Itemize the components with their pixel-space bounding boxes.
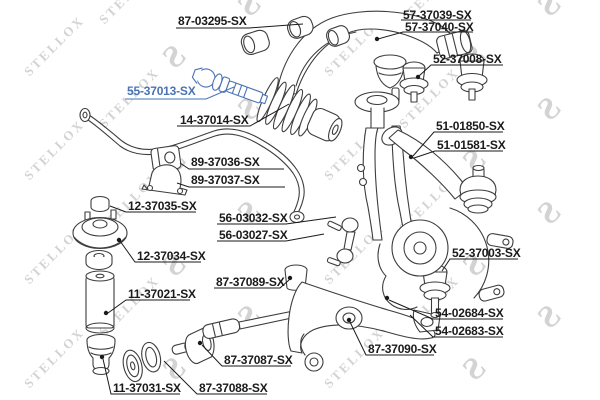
leader-dot (103, 310, 109, 316)
part-label-51-01581-sx[interactable]: 51-01581-SX (437, 138, 506, 152)
part-label-12-37035-sx[interactable]: 12-37035-SX (128, 199, 197, 213)
leader-dot (415, 74, 421, 80)
leader-line-87-37089-sx (214, 279, 290, 289)
part-label-57-37039-sx[interactable]: 57-37039-SX (403, 8, 472, 22)
leader-line-54-02684-sx (388, 299, 503, 320)
inner-tie-rod-highlighted[interactable] (191, 65, 270, 108)
leader-dot (99, 354, 105, 360)
part-label-12-37034-sx[interactable]: 12-37034-SX (137, 249, 206, 263)
mount-bearing[interactable] (85, 249, 113, 271)
leader-line-89-37036-sx (179, 162, 284, 170)
leader-line-12-37035-sx (109, 205, 196, 213)
part-label-54-02683-sx[interactable]: 54-02683-SX (435, 324, 504, 338)
strut-nut-12-37035[interactable] (90, 195, 110, 213)
strut-mount-12-37034[interactable] (72, 209, 128, 250)
part-label-55-37013-sx[interactable]: 55-37013-SX (127, 84, 196, 98)
leader-lines (99, 19, 518, 395)
washers-87-37088[interactable] (119, 340, 164, 383)
leader-line-51-01581-sx (413, 150, 503, 159)
stabilizer-bracket[interactable] (141, 164, 188, 196)
leader-line-14-37014-sx (177, 103, 290, 127)
part-label-87-37088-sx[interactable]: 87-37088-SX (199, 381, 268, 395)
leader-line-56-03027-sx (217, 233, 325, 242)
stabilizer-bushing[interactable] (150, 145, 182, 172)
part-label-56-03027-sx[interactable]: 56-03027-SX (219, 228, 288, 242)
shock-dust-boot-11-37021[interactable] (85, 270, 115, 334)
part-label-87-37089-sx[interactable]: 87-37089-SX (216, 275, 285, 289)
part-label-52-37003-sx[interactable]: 52-37003-SX (452, 246, 521, 260)
leader-dot (408, 154, 414, 160)
strut-fork (356, 125, 415, 242)
leader-line-87-37090-sx (349, 321, 434, 356)
stabilizer-bar[interactable] (79, 107, 305, 224)
leader-line-56-03032-sx (217, 216, 337, 225)
part-label-51-01850-sx[interactable]: 51-01850-SX (436, 119, 505, 133)
leader-line-55-37013-sx (125, 86, 235, 100)
bump-stop-11-37031[interactable] (86, 333, 116, 376)
leader-dot (384, 295, 390, 301)
part-label-54-02684-sx[interactable]: 54-02684-SX (435, 306, 504, 320)
leader-line-51-01850-sx (412, 131, 503, 157)
part-label-14-37014-sx[interactable]: 14-37014-SX (180, 113, 249, 127)
leader-line-87-03295-sx (176, 23, 304, 29)
leader-line-89-37037-sx (176, 182, 285, 188)
steering-rack-boot[interactable] (254, 76, 350, 154)
leader-dot (197, 340, 203, 346)
part-label-87-37090-sx[interactable]: 87-37090-SX (368, 342, 437, 356)
strut-spring-seat (354, 91, 400, 129)
leader-dot (116, 237, 122, 243)
leader-line-87-37087-sx (201, 344, 291, 367)
bushing-87-03295[interactable] (285, 14, 351, 48)
leader-line-11-37031-sx (102, 358, 180, 395)
steering-knuckle[interactable] (377, 207, 514, 310)
upper-arm-front-bushing (240, 29, 270, 55)
part-label-89-37037-sx[interactable]: 89-37037-SX (191, 173, 260, 187)
leader-dot (346, 317, 352, 323)
tie-rod-end[interactable] (378, 123, 497, 214)
leader-line-57-37040-sx (377, 31, 473, 40)
leader-dot (287, 275, 293, 281)
leader-line-52-37008-sx (418, 64, 503, 77)
part-label-89-37036-sx[interactable]: 89-37036-SX (191, 155, 260, 169)
leader-line-11-37021-sx (107, 299, 190, 314)
leader-line-87-37088-sx (163, 360, 267, 395)
part-label-11-37031-sx[interactable]: 11-37031-SX (113, 381, 181, 395)
upper-arm-rear-bushing (436, 29, 473, 60)
leader-line-12-37034-sx (119, 240, 201, 263)
part-label-52-37008-sx[interactable]: 52-37008-SX (433, 52, 502, 66)
stabilizer-link[interactable] (326, 217, 359, 267)
part-label-56-03032-sx[interactable]: 56-03032-SX (219, 211, 288, 225)
leader-dot (374, 36, 380, 42)
part-label-87-03295-sx[interactable]: 87-03295-SX (178, 14, 247, 28)
part-label-11-37021-sx[interactable]: 11-37021-SX (128, 287, 196, 301)
leader-line-54-02683-sx (409, 314, 503, 338)
leader-line-52-37003-sx (441, 258, 518, 272)
part-label-57-37040-sx[interactable]: 57-37040-SX (405, 20, 474, 34)
part-label-87-37087-sx[interactable]: 87-37087-SX (224, 353, 293, 367)
